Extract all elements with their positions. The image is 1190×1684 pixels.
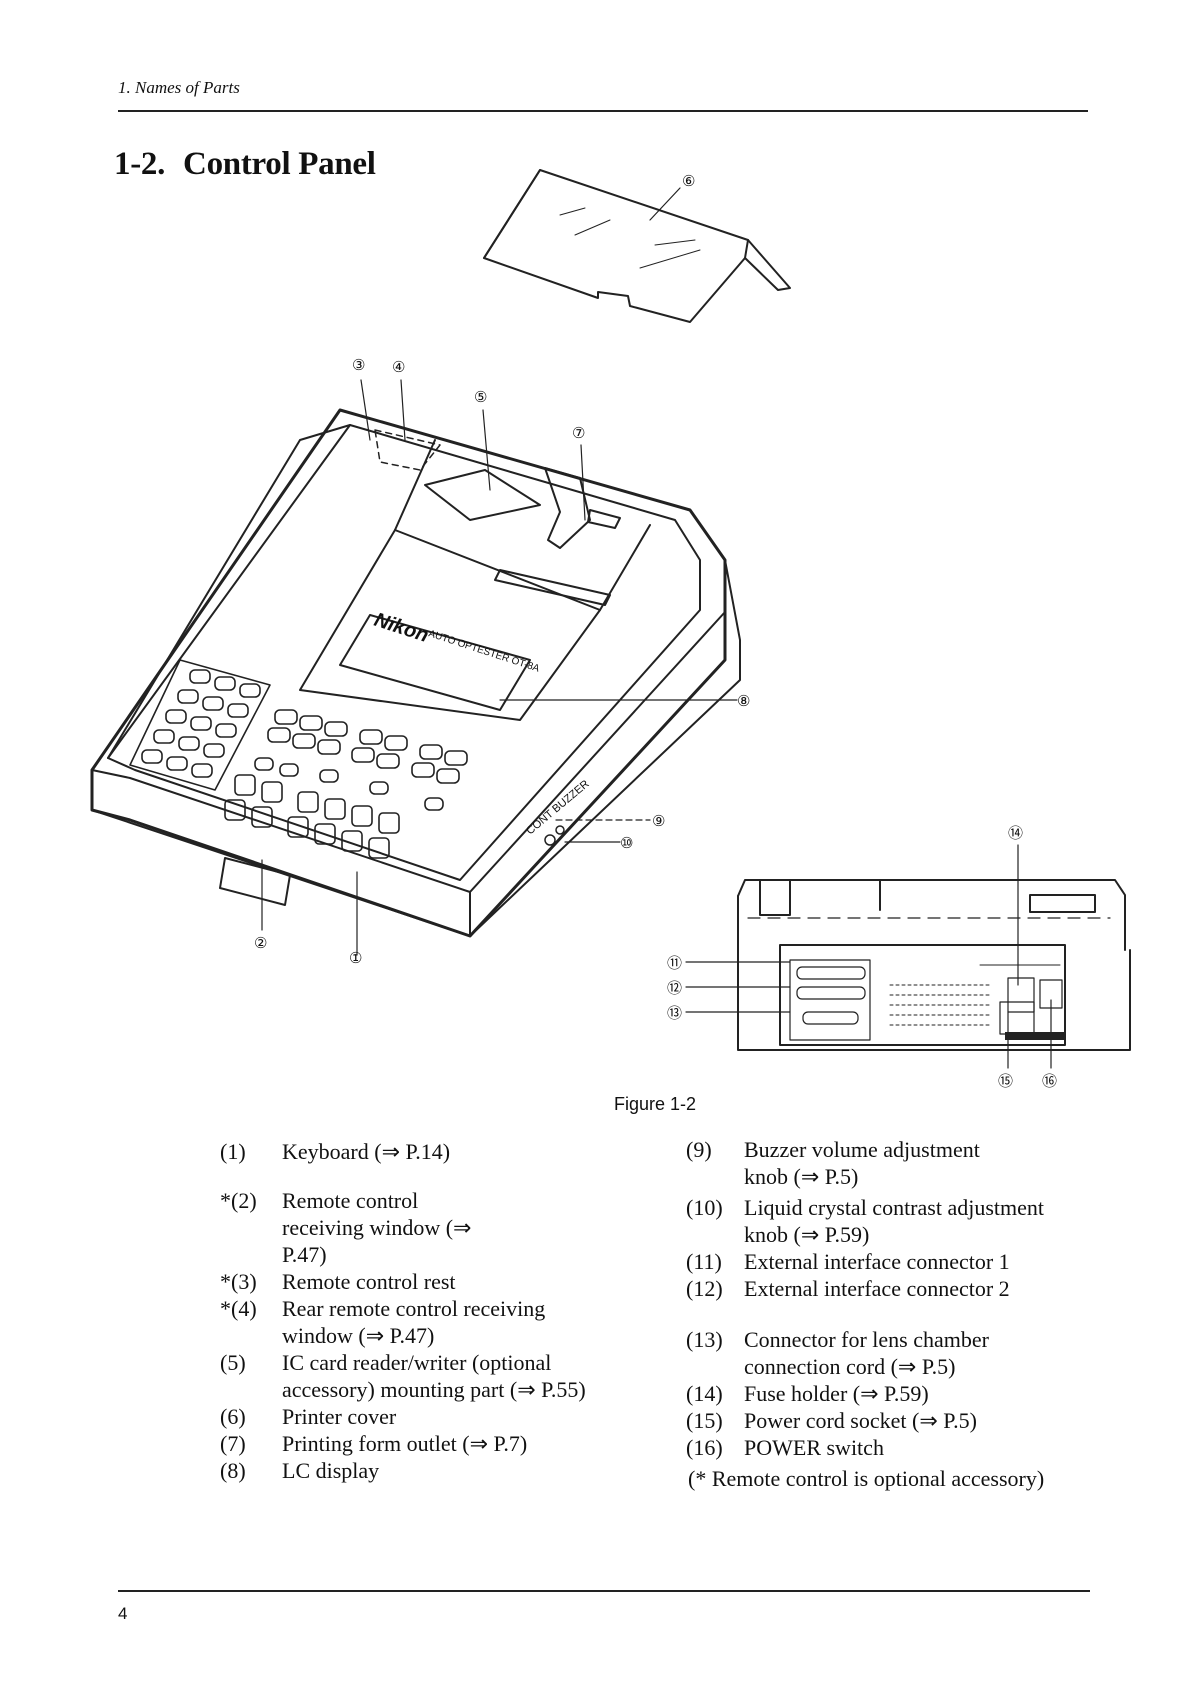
- legend-item: (12) External interface connector 2: [686, 1275, 1106, 1302]
- printer-cover-drawing: [483, 169, 791, 323]
- callout-2: ②: [254, 935, 267, 952]
- legend-item: (13) Connector for lens chamber connectio…: [686, 1326, 1106, 1380]
- item-number: (5): [220, 1350, 246, 1375]
- legend-item: (6) Printer cover: [220, 1403, 660, 1430]
- item-text: Buzzer volume adjustment knob (⇒ P.5): [744, 1137, 980, 1189]
- legend-item: *(4) Rear remote control receiving window…: [220, 1295, 660, 1349]
- item-text: Printing form outlet (⇒ P.7): [282, 1431, 528, 1456]
- item-number: (13): [686, 1327, 723, 1352]
- callout-4: ④: [392, 359, 405, 376]
- item-text: External interface connector 2: [744, 1276, 1010, 1301]
- legend-right: (9) Buzzer volume adjustment knob (⇒ P.5)…: [686, 1136, 1106, 1461]
- legend-item: (1) Keyboard (⇒ P.14): [220, 1138, 660, 1165]
- callout-8: ⑧: [737, 693, 750, 710]
- legend-item: (16) POWER switch: [686, 1434, 1106, 1461]
- item-number: (6): [220, 1404, 246, 1429]
- item-number: *(2): [220, 1188, 257, 1213]
- section-title-text: Control Panel: [183, 146, 376, 182]
- model-label: AUTO OPTESTER OT-8A: [427, 628, 541, 674]
- leader-lines: [261, 187, 1052, 1069]
- item-text: Power cord socket (⇒ P.5): [744, 1408, 977, 1433]
- section-number: 1-2.: [114, 146, 166, 182]
- legend-item: *(2) Remote control receiving window (⇒ P…: [220, 1187, 660, 1268]
- item-text: Liquid crystal contrast adjustment knob …: [744, 1195, 1044, 1247]
- item-number: (1): [220, 1139, 246, 1164]
- item-number: *(4): [220, 1296, 257, 1321]
- legend-item: (15) Power cord socket (⇒ P.5): [686, 1407, 1106, 1434]
- callout-12: ⑫: [667, 980, 682, 997]
- item-number: (14): [686, 1381, 723, 1406]
- callout-11: ⑪: [667, 955, 682, 972]
- callout-14: ⑭: [1008, 825, 1023, 842]
- control-panel-figure: Nikon AUTO OPTESTER OT-8A CONT BUZZER: [90, 169, 1131, 1090]
- brand-label: Nikon: [371, 609, 431, 647]
- item-text: POWER switch: [744, 1435, 884, 1460]
- item-text: Remote control receiving window (⇒ P.47): [282, 1188, 472, 1267]
- legend-item: (11) External interface connector 1: [686, 1248, 1106, 1275]
- callout-1: ①: [349, 950, 362, 967]
- running-head: 1. Names of Parts: [118, 78, 240, 97]
- legend-item: (8) LC display: [220, 1457, 660, 1484]
- figure-caption: Figure 1-2: [614, 1094, 697, 1114]
- item-text: Remote control rest: [282, 1269, 456, 1294]
- legend-item: (10) Liquid crystal contrast adjustment k…: [686, 1194, 1106, 1248]
- item-number: (8): [220, 1458, 246, 1483]
- item-text: Rear remote control receiving window (⇒ …: [282, 1296, 546, 1348]
- legend-item: (5) IC card reader/writer (optional acces…: [220, 1349, 660, 1403]
- item-text: LC display: [282, 1458, 380, 1483]
- item-text: Connector for lens chamber connection co…: [744, 1327, 989, 1379]
- knob-label: CONT BUZZER: [524, 778, 592, 837]
- callout-16: ⑯: [1042, 1073, 1057, 1090]
- item-number: (16): [686, 1435, 723, 1460]
- rear-panel-drawing: [737, 879, 1131, 1051]
- callout-6: ⑥: [682, 173, 695, 190]
- callout-15: ⑮: [998, 1073, 1013, 1090]
- item-text: Printer cover: [282, 1404, 397, 1429]
- section-title: 1-2. Control Panel: [114, 146, 376, 183]
- optional-accessory-note: (* Remote control is optional accessory): [688, 1466, 1045, 1491]
- legend-item: (14) Fuse holder (⇒ P.59): [686, 1380, 1106, 1407]
- callout-7: ⑦: [572, 425, 585, 442]
- callout-10: ⑩: [620, 835, 633, 852]
- legend-item: *(3) Remote control rest: [220, 1268, 660, 1295]
- legend-item: (9) Buzzer volume adjustment knob (⇒ P.5): [686, 1136, 1106, 1190]
- item-number: (10): [686, 1195, 723, 1220]
- legend-left: (1) Keyboard (⇒ P.14) *(2) Remote control …: [220, 1138, 660, 1484]
- item-text: Fuse holder (⇒ P.59): [744, 1381, 929, 1406]
- legend-item: (7) Printing form outlet (⇒ P.7): [220, 1430, 660, 1457]
- header-rule: [118, 110, 1088, 112]
- item-number: (9): [686, 1137, 712, 1162]
- page-number: 4: [118, 1604, 128, 1623]
- item-number: *(3): [220, 1269, 257, 1294]
- item-number: (12): [686, 1276, 723, 1301]
- item-text: Keyboard (⇒ P.14): [282, 1139, 451, 1164]
- item-number: (11): [686, 1249, 722, 1274]
- item-number: (15): [686, 1408, 723, 1433]
- callout-13: ⑬: [667, 1005, 682, 1022]
- main-unit-drawing: [90, 408, 741, 938]
- callout-3: ③: [352, 357, 365, 374]
- callout-9: ⑨: [652, 813, 665, 830]
- callout-5: ⑤: [474, 389, 487, 406]
- item-text: External interface connector 1: [744, 1249, 1010, 1274]
- item-text: IC card reader/writer (optional accessor…: [282, 1350, 586, 1402]
- footer-rule: [118, 1590, 1090, 1592]
- item-number: (7): [220, 1431, 246, 1456]
